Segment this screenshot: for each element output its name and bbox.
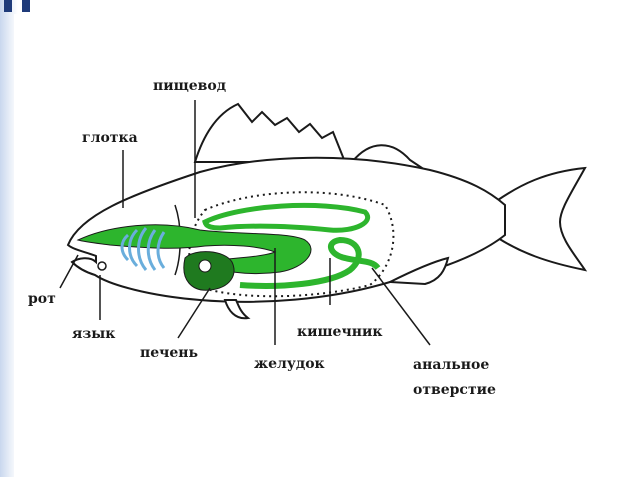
- dorsal-fin: [195, 104, 345, 162]
- label-stomach: желудок: [254, 356, 325, 372]
- label-liver: печень: [140, 345, 198, 361]
- gall-bladder: [199, 260, 211, 272]
- label-esophagus: пищевод: [153, 78, 226, 94]
- label-tongue: язык: [72, 326, 115, 342]
- fish-eye: [98, 262, 106, 270]
- label-mouth: рот: [28, 291, 56, 307]
- label-anal-opening-line2: отверстие: [413, 382, 496, 398]
- label-anal-opening-line1: анальное: [413, 357, 489, 373]
- label-intestine: кишечник: [297, 324, 382, 340]
- label-pharynx: глотка: [82, 130, 138, 146]
- tail-fin: [498, 168, 585, 270]
